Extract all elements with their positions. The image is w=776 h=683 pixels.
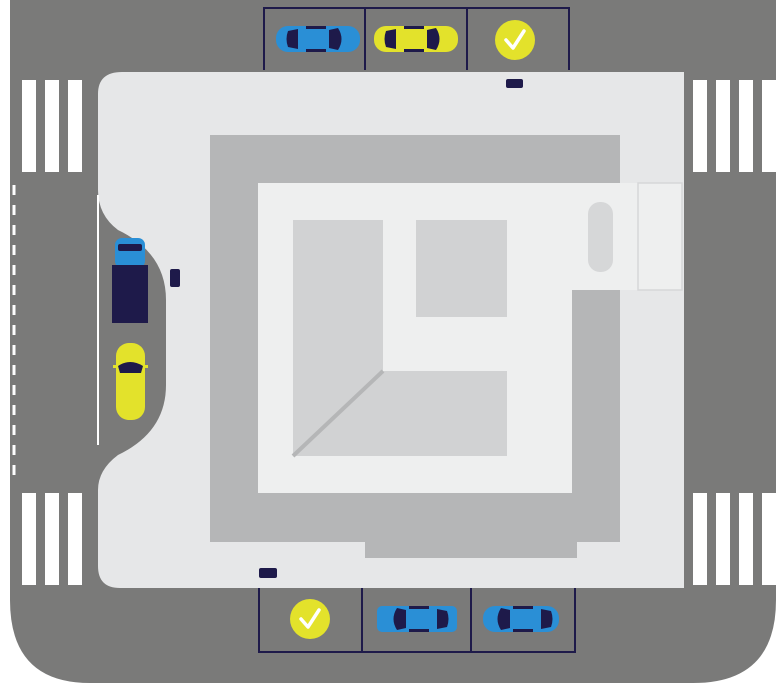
parking-bay-top-1[interactable] — [276, 26, 360, 52]
entrance-pillar — [588, 202, 613, 272]
parking-bays-bottom — [258, 588, 576, 653]
check-icon — [290, 599, 330, 639]
parking-bay-top-3[interactable] — [495, 20, 535, 60]
crosswalk-top-right — [693, 80, 776, 172]
sensor-icon — [170, 269, 180, 287]
interior-block-bottom — [383, 371, 507, 456]
interior-block-top — [416, 220, 507, 317]
side-lane-truck[interactable] — [112, 238, 148, 323]
crosswalk-top-left — [22, 80, 82, 172]
parking-bay-bottom-1[interactable] — [290, 599, 330, 639]
car-icon — [483, 606, 559, 632]
car-icon — [113, 343, 148, 420]
crosswalk-bottom-left — [22, 493, 82, 585]
sensor-icon — [506, 79, 523, 88]
crosswalk-bottom-right — [693, 493, 776, 585]
check-icon — [495, 20, 535, 60]
side-lane-car[interactable] — [113, 343, 148, 420]
building-annex — [365, 535, 577, 558]
parking-bay-bottom-3[interactable] — [483, 606, 559, 632]
truck-icon — [112, 238, 148, 323]
interior-block-left — [293, 220, 383, 456]
sensor-icon — [259, 568, 277, 578]
car-icon — [374, 26, 458, 52]
parking-bays-top — [263, 7, 570, 70]
parking-bay-bottom-2[interactable] — [377, 606, 457, 632]
car-icon — [276, 26, 360, 52]
entrance-door — [637, 182, 683, 291]
interior-diagonal — [291, 369, 385, 458]
car-icon — [377, 606, 457, 632]
parking-bay-top-2[interactable] — [374, 26, 458, 52]
